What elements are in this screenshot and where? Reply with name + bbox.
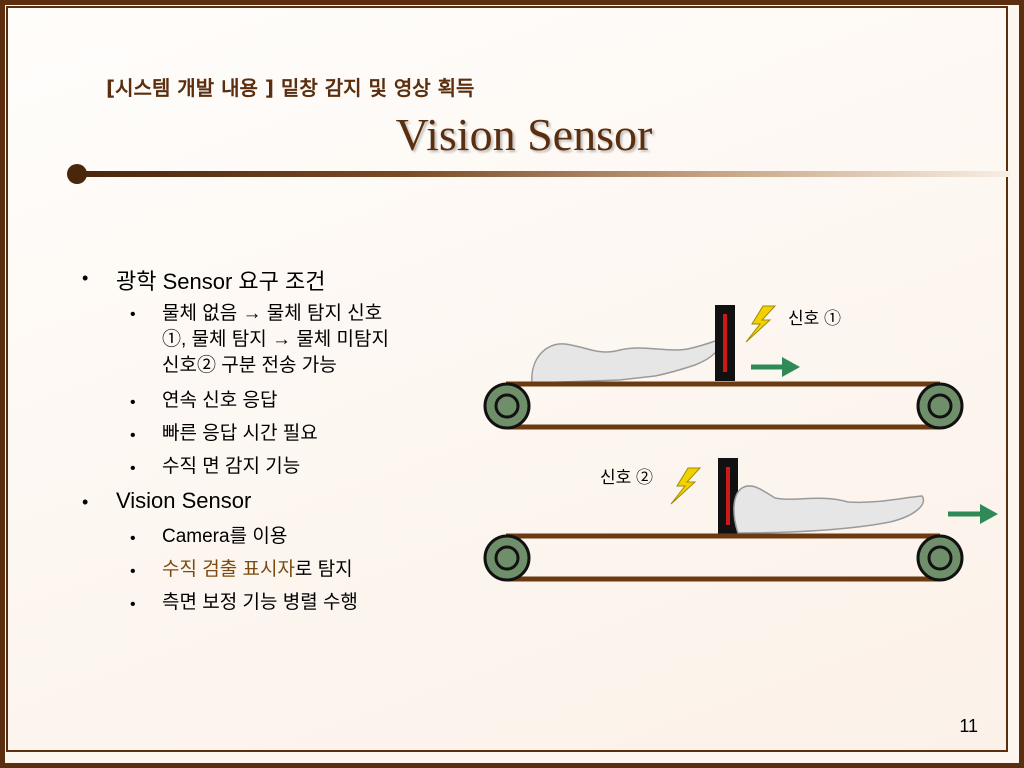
lightning-icon — [670, 467, 702, 505]
conveyor-top: 신호 ① — [483, 305, 964, 430]
shoe-sole-1 — [531, 336, 724, 384]
slide-subtitle: [시스템 개발 내용 ] 밑창 감지 및 영상 획득 — [106, 76, 475, 100]
title-rule-line — [76, 171, 1010, 177]
sub-bullet-dot: • — [130, 427, 136, 444]
sub-bullet-5: Camera를 이용 — [162, 526, 288, 547]
bullet-dot: • — [82, 268, 89, 288]
sub-bullet-dot: • — [130, 460, 136, 477]
sub-bullet-dot: • — [130, 306, 136, 323]
roller-right-hub — [927, 545, 953, 571]
bullet-dot: • — [82, 492, 89, 512]
sub-bullet-dot: • — [130, 530, 136, 547]
signal-1-label: 신호 ① — [788, 309, 841, 328]
signal-2-label: 신호 ② — [600, 468, 653, 487]
sub-bullet-dot: • — [130, 563, 136, 580]
sub-bullet-3: 빠른 응답 시간 필요 — [162, 423, 318, 444]
arrow-head-2 — [980, 504, 998, 524]
bullet-2-label: Vision Sensor — [116, 488, 252, 513]
shoe-sole-2 — [733, 485, 925, 534]
sub-bullet-6-tail: 로 탐지 — [294, 559, 353, 580]
page-number: 11 — [959, 716, 978, 736]
slide-title: Vision Sensor — [395, 109, 653, 160]
sub-bullet-dot: • — [130, 394, 136, 411]
sub-bullet-2: 연속 신호 응답 — [162, 390, 278, 411]
sub-bullet-4: 수직 면 감지 기능 — [162, 456, 301, 477]
roller-left-hub — [494, 545, 520, 571]
bullet-1-label: 광학 Sensor 요구 조건 — [116, 269, 326, 294]
sub-bullet-1-line-3: 신호② 구분 전송 가능 — [162, 355, 337, 376]
sub-bullet-1-line-1: 물체 없음 → 물체 탐지 신호 — [162, 303, 383, 324]
sub-bullet-1-line-2: ①, 물체 탐지 → 물체 미탐지 — [162, 329, 389, 350]
conveyor-bottom: 신호 ② — [483, 458, 998, 582]
lightning-icon — [745, 305, 777, 343]
sub-bullet-6: 수직 검출 표시자로 탐지 — [162, 557, 353, 582]
roller-left-hub — [494, 393, 520, 419]
highlighted-text: 수직 검출 표시자 — [162, 559, 295, 580]
slide-frame-inner — [6, 6, 1008, 752]
bullet-2: • — [82, 488, 88, 514]
sub-bullet-dot: • — [130, 596, 136, 613]
roller-right-hub — [927, 393, 953, 419]
conveyor-diagram: 신호 ① 신호 ② — [483, 305, 998, 582]
bullet-1: • — [82, 264, 88, 290]
sensor-indicator-1 — [723, 314, 727, 372]
title-rule-dot — [67, 164, 87, 184]
sub-bullet-7: 측면 보정 기능 병렬 수행 — [162, 592, 358, 613]
sensor-indicator-2 — [726, 467, 730, 525]
arrow-head-1 — [782, 357, 800, 377]
